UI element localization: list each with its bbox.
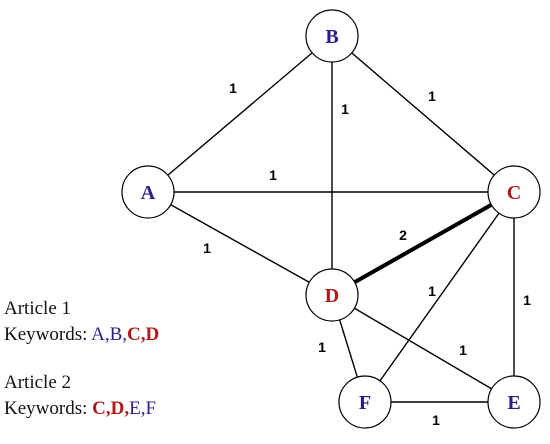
article-2-title: Article 2 [4, 372, 72, 393]
edge-D-E [331, 294, 515, 403]
node-circle-d [305, 268, 359, 322]
node-c: C [487, 165, 541, 219]
node-circle-a [121, 165, 175, 219]
edge-weight-B-C: 1 [428, 88, 436, 104]
node-a: A [121, 165, 175, 219]
edge-weight-A-D: 1 [203, 240, 211, 256]
node-label-d: D [325, 285, 339, 307]
edge-weight-A-B: 1 [229, 80, 237, 96]
node-e: E [487, 375, 541, 429]
article-1-keyword-c: C, [127, 324, 146, 345]
edges-layer: 1 1 1 1 1 2 1 1 1 1 1 [147, 35, 531, 428]
edge-A-B [147, 35, 333, 193]
article-2: Article 2 Keywords: C,D,E,F [4, 370, 159, 422]
edge-weight-C-E: 1 [523, 292, 531, 308]
edge-A-D [147, 191, 333, 296]
node-circle-f [338, 375, 392, 429]
edge-weight-B-D: 1 [341, 101, 349, 117]
node-circle-c [487, 165, 541, 219]
article-2-keyword-c: C, [92, 398, 111, 419]
node-f: F [338, 375, 392, 429]
edge-weight-A-C: 1 [269, 167, 277, 183]
edge-C-F [364, 191, 515, 403]
edge-weight-C-F: 1 [428, 283, 436, 299]
keyword-graph: 1 1 1 1 1 2 1 1 1 1 1 A B C D E F [121, 9, 541, 429]
article-2-keywords: Keywords: C,D,E,F [4, 396, 159, 422]
node-label-c: C [507, 182, 521, 204]
article-1-keyword-b: B, [109, 324, 128, 345]
article-1-title: Article 1 [4, 298, 72, 319]
edge-weight-D-E: 1 [459, 342, 467, 358]
edge-weight-D-F: 1 [318, 339, 326, 355]
edge-B-C [331, 35, 515, 193]
article-1-keywords: Keywords: A,B,C,D [4, 322, 159, 348]
article-1-keyword-a: A, [91, 324, 110, 345]
node-d: D [305, 268, 359, 322]
edge-D-C [331, 190, 515, 297]
nodes-layer: A B C D E F [121, 9, 541, 429]
article-1-keywords-label: Keywords: [4, 324, 88, 345]
node-circle-b [305, 9, 359, 63]
node-circle-e [487, 375, 541, 429]
edge-weight-D-C: 2 [399, 227, 407, 243]
article-2-keyword-f: F [145, 398, 157, 419]
article-2-keywords-label: Keywords: [4, 398, 88, 419]
node-label-a: A [141, 182, 156, 204]
edge-weight-F-E: 1 [432, 412, 440, 428]
article-2-keyword-d: D, [110, 398, 130, 419]
article-1-keyword-d: D [145, 324, 160, 345]
article-2-keyword-e: E, [129, 398, 146, 419]
node-label-b: B [325, 26, 338, 48]
node-label-f: F [359, 392, 371, 414]
node-label-e: E [507, 392, 520, 414]
article-1: Article 1 Keywords: A,B,C,D [4, 296, 159, 348]
node-b: B [305, 9, 359, 63]
articles-panel: Article 1 Keywords: A,B,C,D Article 2 Ke… [4, 296, 159, 444]
